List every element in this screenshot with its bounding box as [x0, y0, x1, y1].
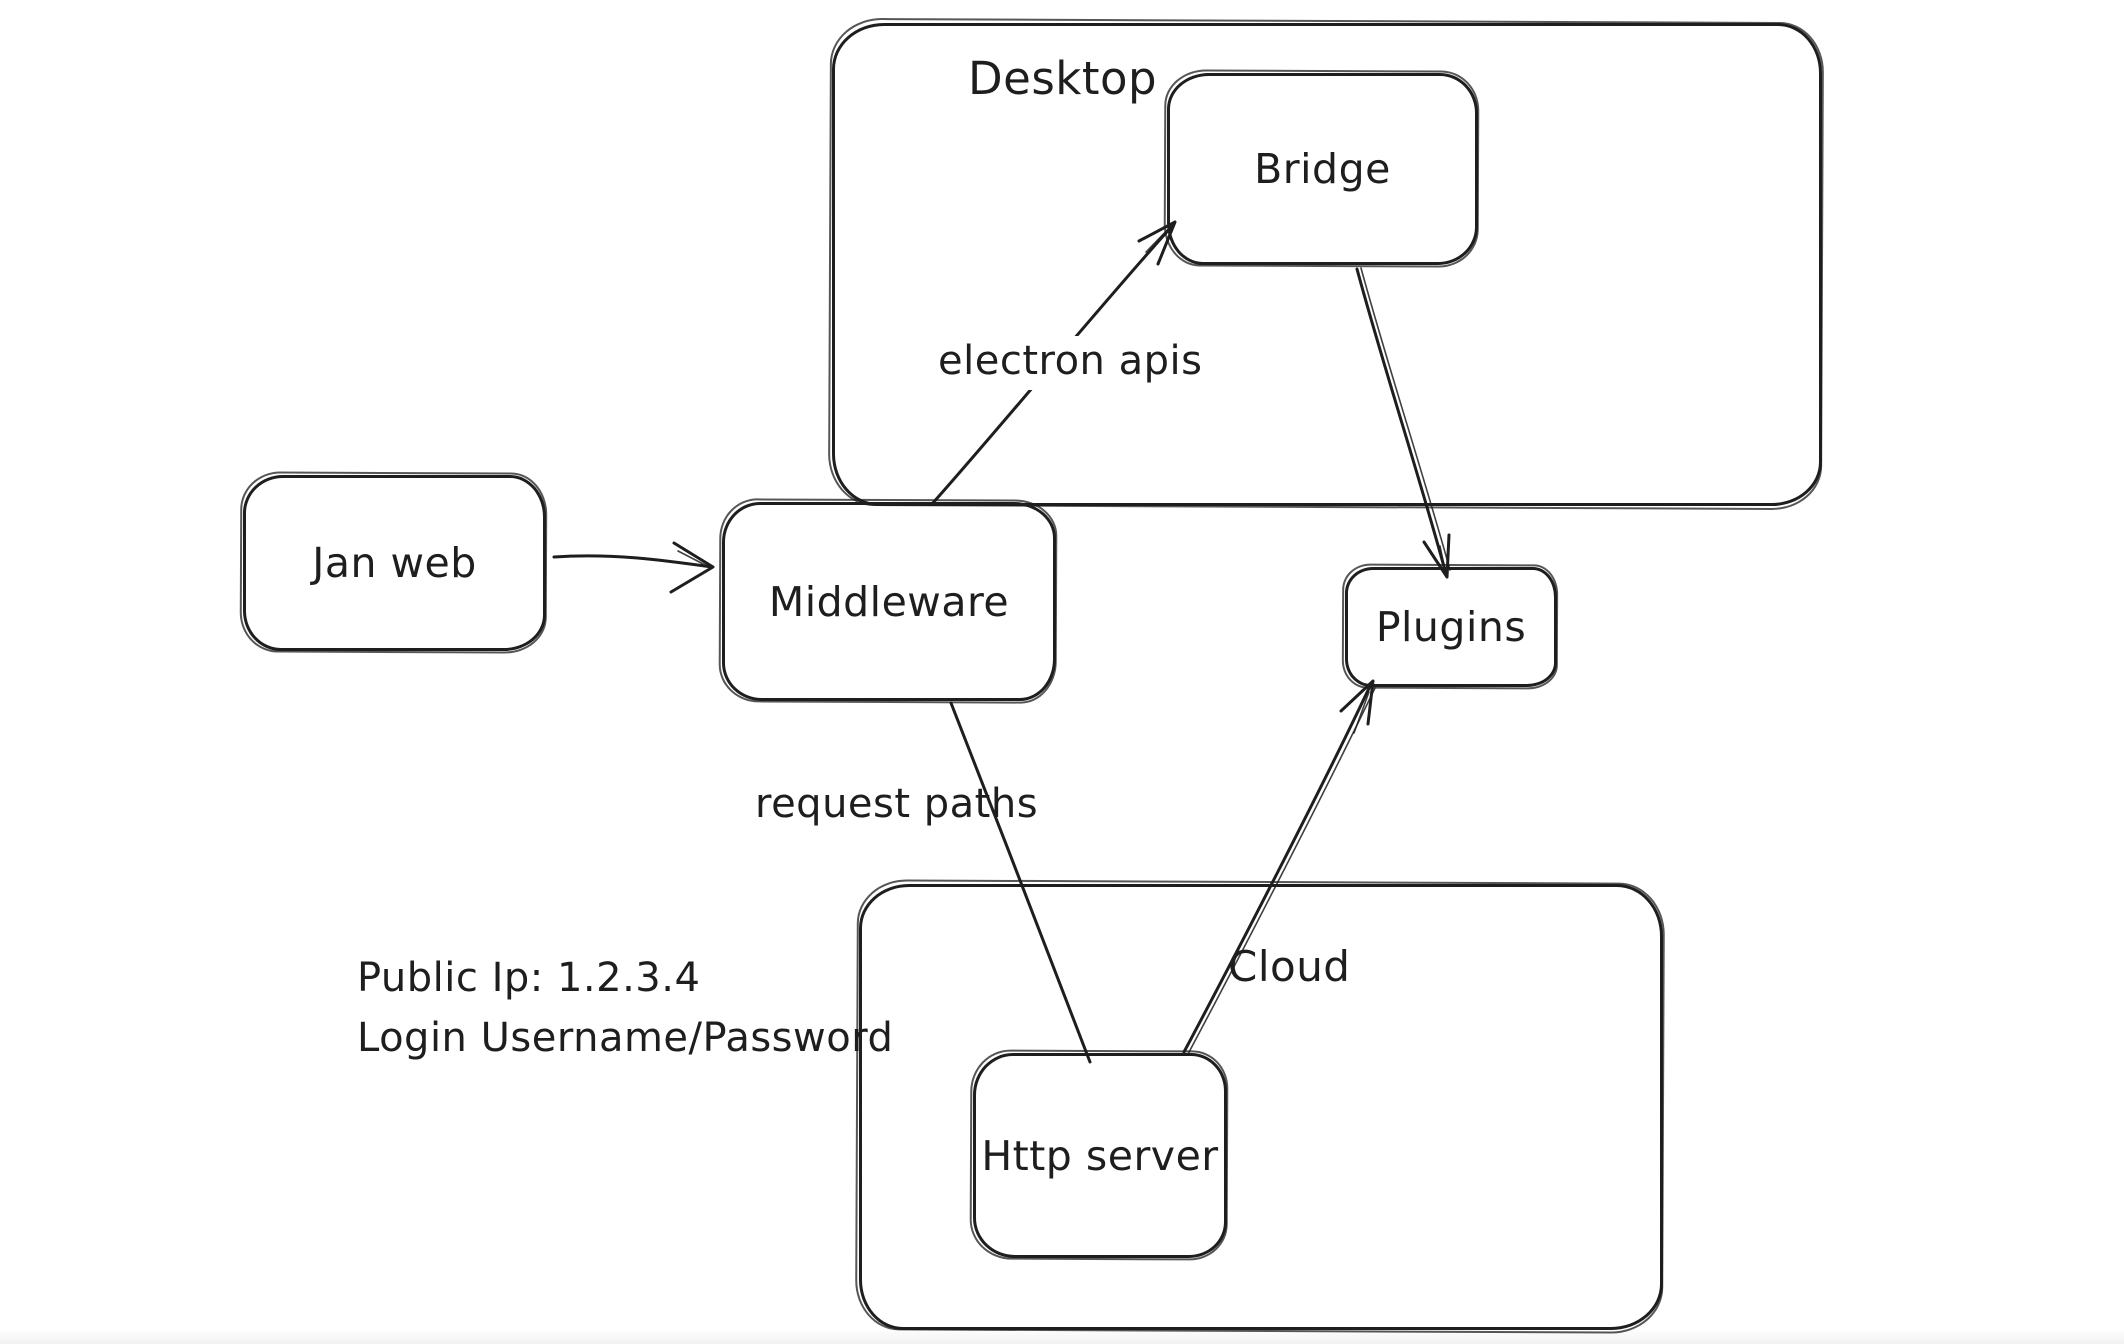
public-ip-text: Public Ip: 1.2.3.4 — [357, 955, 701, 1001]
jan-web-node-box — [243, 475, 546, 651]
arrow-janweb-to-middleware — [552, 541, 715, 594]
plugins-node-box — [1345, 567, 1557, 687]
middleware-node-box — [722, 502, 1056, 701]
login-credentials-text: Login Username/Password — [357, 1015, 894, 1061]
http-server-node-box — [973, 1053, 1227, 1258]
request-paths-edge-label: request paths — [755, 781, 1039, 827]
cloud-container-box — [859, 884, 1663, 1330]
credentials-annotation: Public Ip: 1.2.3.4 Login Username/Passwo… — [357, 948, 893, 1068]
desktop-container-box — [832, 23, 1822, 506]
desktop-container-label: Desktop — [968, 52, 1158, 105]
electron-apis-edge-label: electron apis — [932, 336, 1213, 390]
bridge-node-box — [1167, 73, 1478, 265]
cloud-container-label: Cloud — [1228, 942, 1351, 991]
